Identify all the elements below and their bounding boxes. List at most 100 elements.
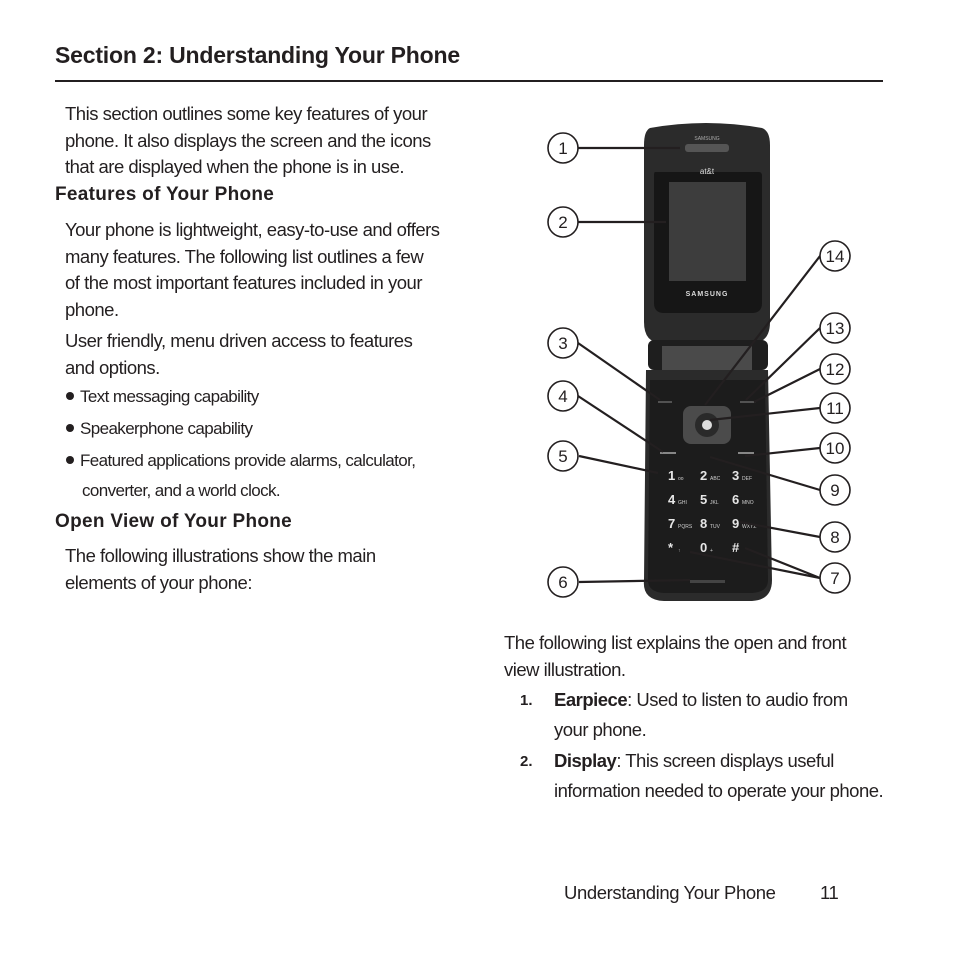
open-view-line: The following illustrations show the mai… <box>65 545 376 566</box>
key-digit: 8 <box>700 516 707 531</box>
list-number: 1. <box>520 692 533 709</box>
explain-paragraph: The following list explains the open and… <box>504 630 847 683</box>
brand-mid: SAMSUNG <box>686 291 729 298</box>
leader-6 <box>578 578 691 584</box>
features-line: many features. The following list outlin… <box>65 245 424 267</box>
features-paragraph: Your phone is lightweight, easy-to-use a… <box>65 217 440 323</box>
list-desc: : Used to listen to audio from <box>627 689 848 710</box>
menu-line: User friendly, menu driven access to fea… <box>65 330 413 351</box>
section-title: Section 2: Understanding Your Phone <box>55 42 460 68</box>
svg-text:6: 6 <box>558 573 567 592</box>
key-letters: JKL <box>710 500 719 506</box>
list-term: Display <box>554 750 617 771</box>
key-letters: WXYZ <box>742 524 756 530</box>
key-digit: # <box>732 540 740 555</box>
att-key-icon <box>702 420 712 430</box>
open-view-line: elements of your phone: <box>65 571 252 593</box>
explain-line: The following list explains the open and… <box>504 632 847 653</box>
svg-text:3: 3 <box>558 334 567 353</box>
leader-7a <box>744 546 821 580</box>
keypad-panel <box>648 380 768 593</box>
leader-8 <box>739 520 821 539</box>
key-letters: + <box>710 548 713 554</box>
intro-line: that are displayed when the phone is in … <box>65 156 404 177</box>
key-digit: 9 <box>732 516 739 531</box>
leader-12 <box>753 368 821 403</box>
features-line: phone. <box>65 298 119 320</box>
leader-5 <box>578 454 659 475</box>
bullet-dot <box>66 456 74 464</box>
key-letters: ABC <box>710 476 721 482</box>
key-digit: 1 <box>668 468 675 483</box>
svg-text:12: 12 <box>826 360 845 379</box>
key-letters: GHI <box>678 500 687 506</box>
page-number: 11 <box>820 882 839 903</box>
svg-text:11: 11 <box>826 399 844 418</box>
key-letters: PQRS <box>678 524 693 530</box>
svg-text:7: 7 <box>830 569 839 588</box>
leader-3 <box>577 342 661 401</box>
callout-10: 10 <box>819 432 851 464</box>
callout-5: 5 <box>547 440 579 472</box>
phone-display <box>669 182 746 281</box>
svg-text:13: 13 <box>826 319 845 338</box>
title-rule <box>55 80 883 82</box>
features-line: of the most important features included … <box>65 272 422 293</box>
leader-11 <box>709 406 821 422</box>
leader-7b <box>689 550 821 580</box>
footer-label: Understanding Your Phone <box>564 882 776 903</box>
key-letters: DEF <box>742 476 752 482</box>
key-letters: oo <box>678 476 684 482</box>
svg-text:14: 14 <box>826 247 845 266</box>
menu-line: and options. <box>65 356 160 378</box>
leader-9 <box>709 455 821 492</box>
open-view-paragraph: The following illustrations show the mai… <box>65 543 376 596</box>
callout-8: 8 <box>819 521 851 553</box>
list-number: 2. <box>520 753 533 770</box>
svg-text:2: 2 <box>558 213 567 232</box>
list-term: Earpiece <box>554 689 628 710</box>
menu-paragraph: User friendly, menu driven access to fea… <box>65 328 413 381</box>
callout-2: 2 <box>547 206 579 238</box>
callout-9: 9 <box>819 474 851 506</box>
earpiece-grille <box>685 144 729 152</box>
svg-text:1: 1 <box>558 139 567 158</box>
key-digit: 6 <box>732 492 739 507</box>
explain-line: view illustration. <box>504 658 626 680</box>
callout-7: 7 <box>819 562 851 594</box>
bullet-item: Text messaging capability <box>66 385 259 409</box>
key-digit: 7 <box>668 516 675 531</box>
list-desc-cont: your phone. <box>554 718 647 740</box>
bullet-dot <box>66 424 74 432</box>
leader-13 <box>745 327 821 401</box>
list-item-earpiece: Earpiece: Used to listen to audio from y… <box>554 687 848 743</box>
open-view-heading: Open View of Your Phone <box>55 511 293 532</box>
intro-paragraph: This section outlines some key features … <box>65 101 431 181</box>
callout-12: 12 <box>819 353 851 385</box>
svg-text:5: 5 <box>558 447 567 466</box>
bullet-item: Featured applications provide alarms, ca… <box>66 449 416 473</box>
bullet-text: Speakerphone capability <box>80 419 253 438</box>
intro-line: phone. It also displays the screen and t… <box>65 129 431 151</box>
key-digit: 4 <box>668 492 676 507</box>
svg-text:9: 9 <box>830 481 839 500</box>
intro-line: This section outlines some key features … <box>65 103 428 124</box>
callout-4: 4 <box>547 380 579 412</box>
bullet-text: Featured applications provide alarms, ca… <box>80 451 416 470</box>
callout-13: 13 <box>819 312 851 344</box>
key-digit: * <box>668 540 674 555</box>
svg-text:8: 8 <box>830 528 839 547</box>
key-letters: MNO <box>742 500 754 506</box>
bullet-dot <box>66 392 74 400</box>
leader-14 <box>704 255 821 406</box>
key-letters: ↑ <box>678 548 681 554</box>
key-letters: TUV <box>710 524 721 530</box>
leader-4 <box>577 395 664 453</box>
bullet-item: Speakerphone capability <box>66 417 253 441</box>
key-digit: 5 <box>700 492 707 507</box>
callout-3: 3 <box>547 327 579 359</box>
bullet-text: Text messaging capability <box>80 387 259 406</box>
